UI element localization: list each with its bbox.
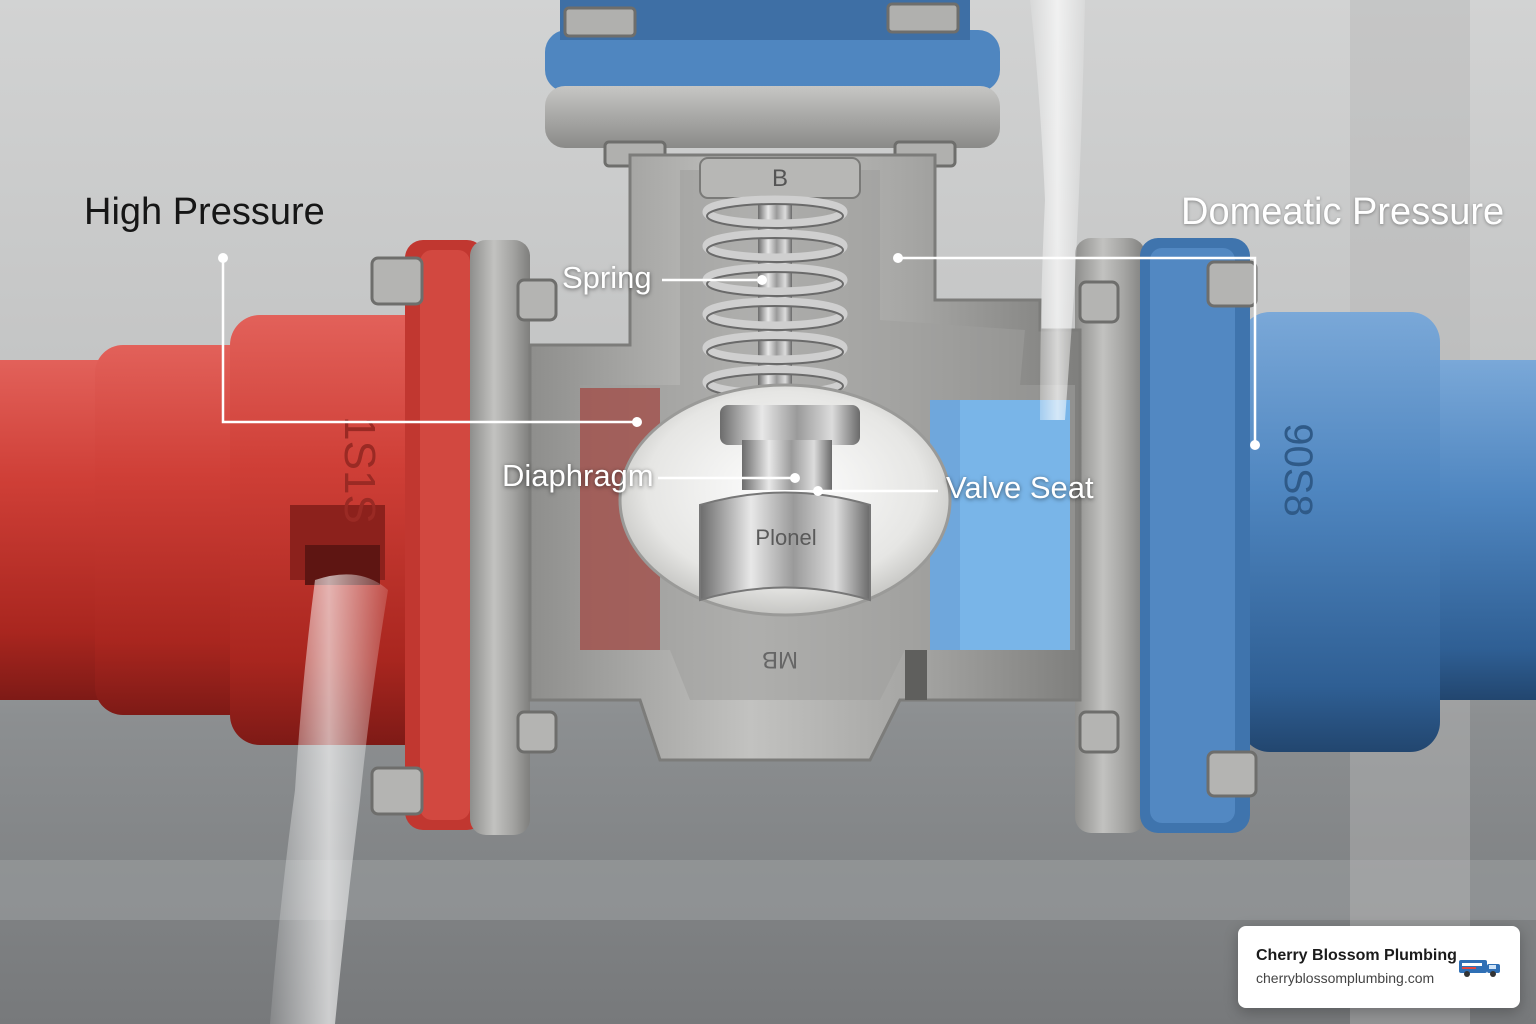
label-domestic-pressure: Domeatic Pressure xyxy=(1181,191,1505,233)
flange-bolts-right xyxy=(1078,260,1258,798)
plumbing-truck-icon xyxy=(1459,960,1500,977)
label-valve-seat: Valve Seat xyxy=(946,470,1094,505)
company-name: Cherry Blossom Plumbing xyxy=(1256,947,1457,964)
branding-card[interactable]: Cherry Blossom Plumbing cherryblossomplu… xyxy=(1238,926,1520,1008)
company-url[interactable]: cherryblossomplumbing.com xyxy=(1256,970,1435,986)
label-spring: Spring xyxy=(562,260,652,295)
domestic-pressure-pipe: 90S8 xyxy=(1240,312,1536,752)
bonnet-cap xyxy=(545,0,1000,168)
blue-pipe-casting: 90S8 xyxy=(1276,423,1320,516)
diaphragm: Plonel xyxy=(618,383,952,617)
leader-high-pressure xyxy=(221,258,637,424)
water-stream-top xyxy=(1030,0,1085,420)
stem-casting: Plonel xyxy=(755,525,816,550)
bonnet-casting: B xyxy=(772,165,788,192)
background-pipe-left xyxy=(0,860,1536,920)
label-high-pressure: High Pressure xyxy=(84,191,325,233)
flange-bolts-left xyxy=(370,256,558,816)
leader-dots xyxy=(218,253,1260,496)
label-diaphragm: Diaphragm xyxy=(502,458,654,493)
red-pipe-casting: 1S1S xyxy=(335,416,384,524)
domestic-pressure-flange xyxy=(1075,238,1250,833)
water-stream-bottom xyxy=(270,574,388,1024)
leader-lines xyxy=(221,256,1257,493)
body-casting: MB xyxy=(762,646,798,673)
high-pressure-flange xyxy=(405,240,530,835)
leader-domestic-pressure xyxy=(898,256,1257,445)
